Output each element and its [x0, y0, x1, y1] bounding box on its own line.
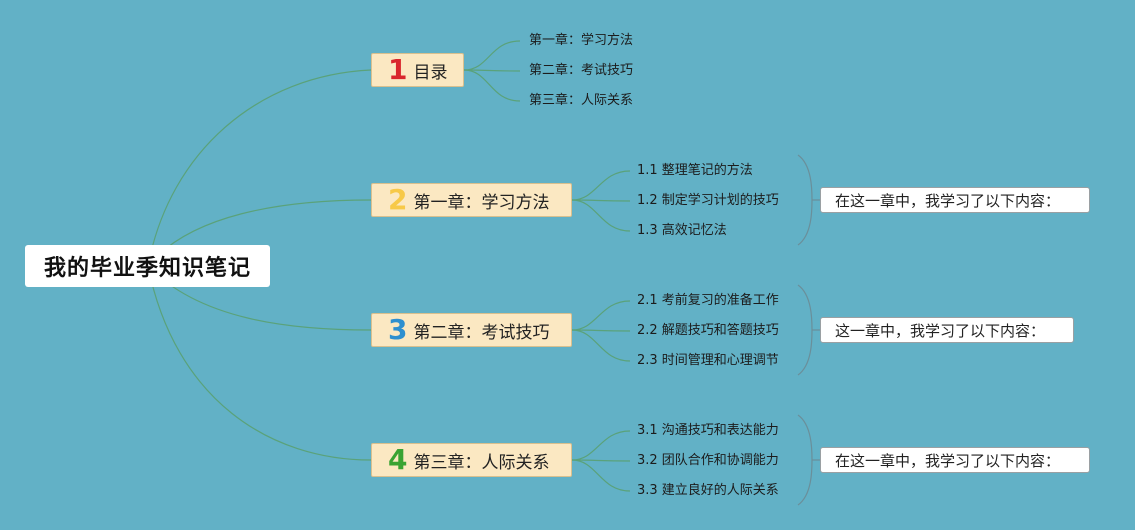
branch-chapter-1[interactable]: 2 第一章：学习方法: [371, 183, 572, 217]
summary-box[interactable]: 在这一章中，我学习了以下内容：: [820, 447, 1090, 473]
leaf-item[interactable]: 1.3 高效记忆法: [637, 223, 727, 238]
summary-box[interactable]: 在这一章中，我学习了以下内容：: [820, 187, 1090, 213]
leaf-item[interactable]: 3.1 沟通技巧和表达能力: [637, 423, 779, 438]
branch-title: 第三章：人际关系: [413, 452, 550, 473]
leaf-item[interactable]: 3.3 建立良好的人际关系: [637, 483, 779, 498]
leaf-item[interactable]: 第二章：考试技巧: [529, 63, 634, 78]
leaf-link-4-3: [571, 459, 631, 492]
leaf-item[interactable]: 2.3 时间管理和心理调节: [637, 353, 779, 368]
leaf-link-4-1: [571, 430, 631, 461]
number-badge-2: 2: [388, 183, 408, 216]
leaf-link-2-1: [571, 170, 631, 201]
summary-bracket-1: [797, 154, 813, 246]
leaf-link-3-1: [571, 300, 631, 331]
summary-bracket-2: [797, 284, 813, 376]
leaf-link-1-1: [463, 40, 521, 71]
number-badge-1: 1: [388, 53, 408, 86]
leaf-item[interactable]: 第一章：学习方法: [529, 33, 634, 48]
branch-title: 第一章：学习方法: [413, 192, 550, 213]
leaf-item[interactable]: 2.2 解题技巧和答题技巧: [637, 323, 779, 338]
leaf-item[interactable]: 第三章：人际关系: [529, 93, 634, 108]
number-badge-3: 3: [388, 313, 408, 346]
leaf-link-3-3: [571, 329, 631, 362]
branch-chapter-2[interactable]: 3 第二章：考试技巧: [371, 313, 572, 347]
branch-title: 第二章：考试技巧: [413, 322, 550, 343]
leaf-link-2-3: [571, 199, 631, 232]
root-topic[interactable]: 我的毕业季知识笔记: [25, 245, 270, 287]
summary-bracket-3: [797, 414, 813, 506]
root-link-1: [147, 69, 372, 267]
branch-title: 目录: [413, 62, 448, 83]
leaf-item[interactable]: 1.1 整理笔记的方法: [637, 163, 753, 178]
summary-box[interactable]: 这一章中，我学习了以下内容：: [820, 317, 1074, 343]
leaf-item[interactable]: 1.2 制定学习计划的技巧: [637, 193, 779, 208]
branch-toc[interactable]: 1 目录: [371, 53, 464, 87]
root-link-4: [147, 265, 372, 461]
leaf-item[interactable]: 2.1 考前复习的准备工作: [637, 293, 779, 308]
branch-chapter-3[interactable]: 4 第三章：人际关系: [371, 443, 572, 477]
leaf-item[interactable]: 3.2 团队合作和协调能力: [637, 453, 779, 468]
number-badge-4: 4: [388, 443, 408, 476]
leaf-link-1-3: [463, 69, 521, 102]
